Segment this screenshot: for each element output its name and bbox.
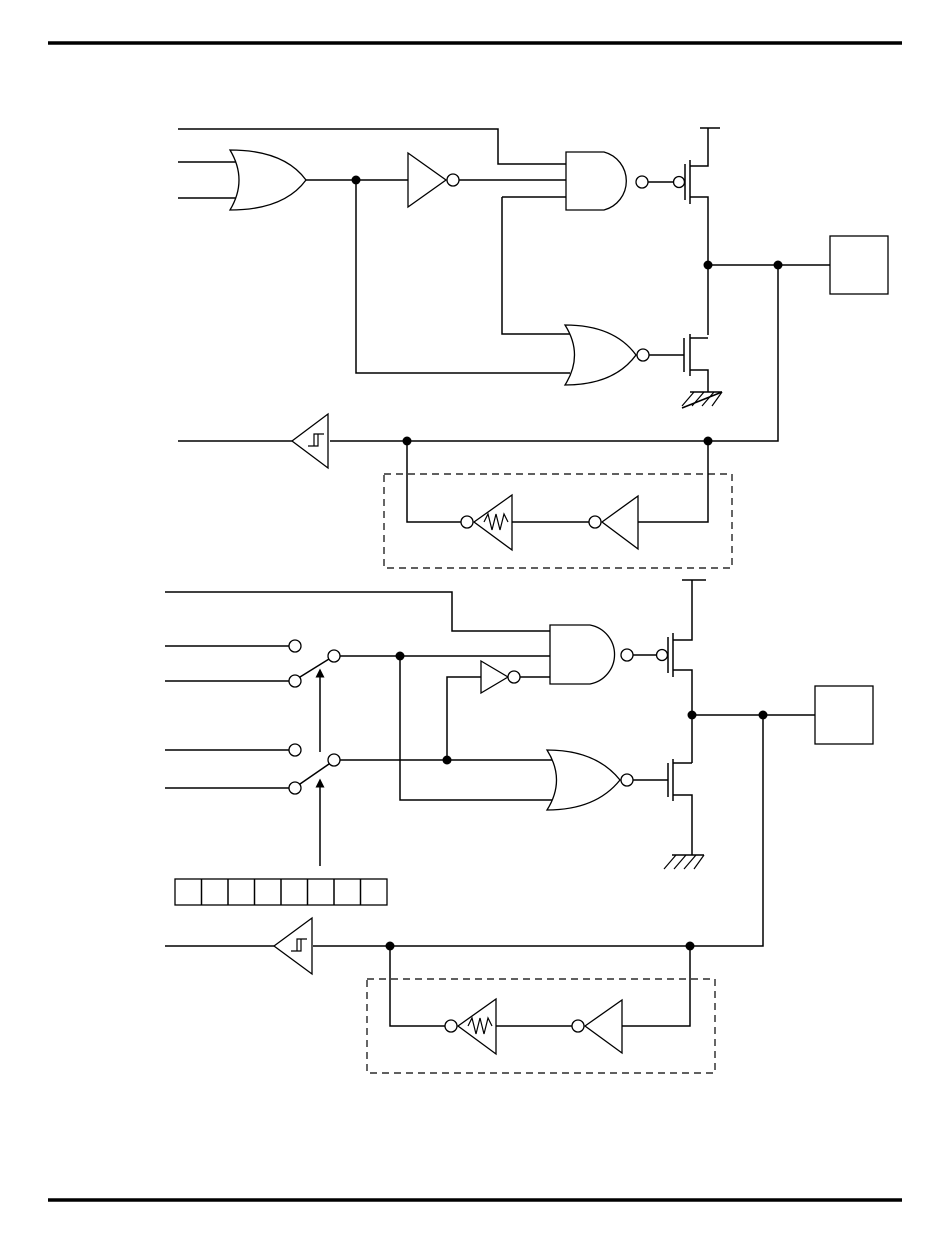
- feedback-wire: [313, 715, 763, 946]
- nmos-transistor: [664, 759, 704, 869]
- pmos-transistor: [657, 580, 707, 763]
- inverter: [481, 661, 508, 693]
- control-register: [175, 879, 387, 905]
- nand-gate: [566, 152, 626, 210]
- output-pad: [830, 236, 888, 294]
- schmitt-input-buffer: [165, 918, 312, 974]
- wire: [502, 197, 572, 334]
- inversion-bubble: [637, 349, 649, 361]
- lower-circuit: [165, 580, 873, 1073]
- schmitt-input-buffer: [178, 414, 328, 468]
- or-gate: [230, 150, 306, 210]
- upper-circuit: [178, 128, 888, 568]
- keeper-latch: [384, 441, 732, 568]
- wire: [447, 677, 481, 760]
- keeper-latch: [367, 946, 715, 1073]
- nand-gate: [550, 625, 615, 684]
- input-wire: [165, 592, 550, 631]
- inversion-bubble: [447, 174, 459, 186]
- nor-gate: [547, 750, 620, 810]
- inversion-bubble: [508, 671, 520, 683]
- mux-switch: [165, 640, 550, 752]
- output-pad: [815, 686, 873, 744]
- nmos-transistor: [682, 334, 722, 408]
- feedback-wire: [330, 265, 778, 441]
- nor-gate: [565, 325, 636, 385]
- inversion-bubble: [621, 649, 633, 661]
- inversion-bubble: [621, 774, 633, 786]
- mux-switch: [165, 744, 552, 866]
- wire: [356, 180, 570, 373]
- pmos-transistor: [674, 128, 721, 335]
- inversion-bubble: [636, 176, 648, 188]
- inverter: [408, 153, 446, 207]
